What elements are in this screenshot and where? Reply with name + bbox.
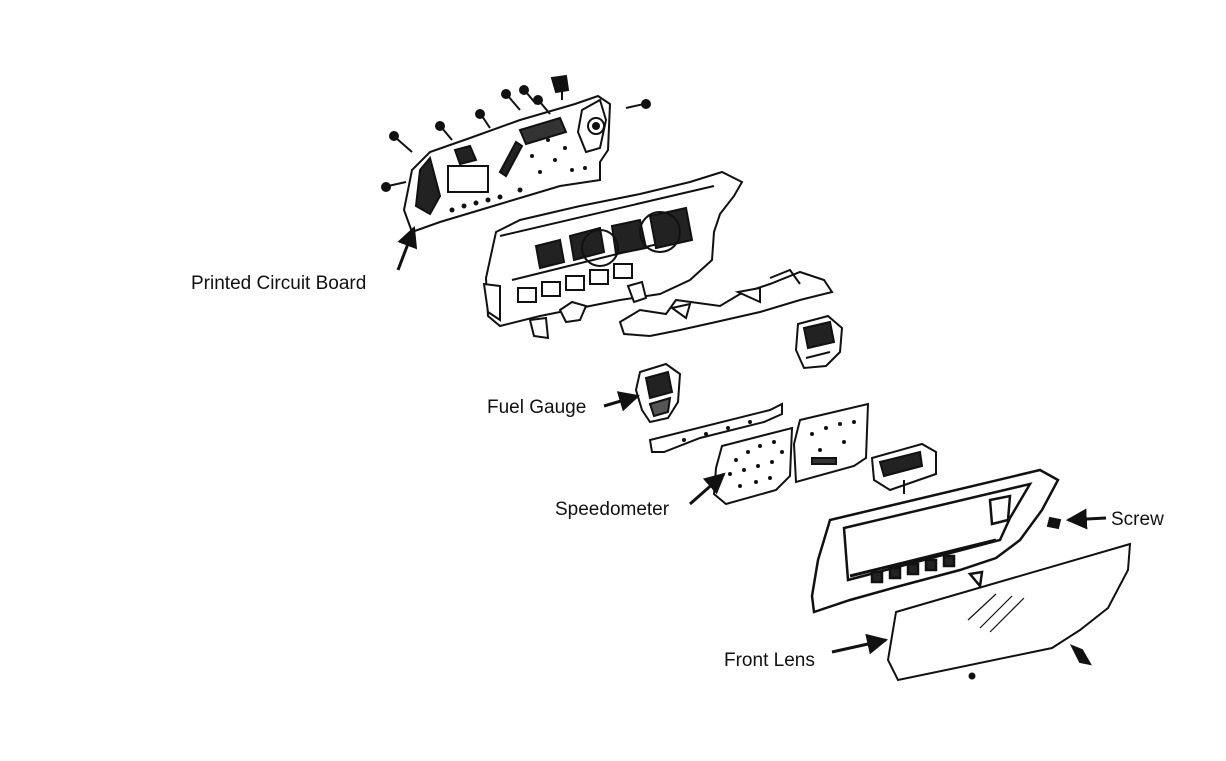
voltage-regulator (794, 314, 844, 370)
printed-circuit-board-label: Printed Circuit Board (191, 273, 367, 294)
tachometer-dial (792, 402, 870, 484)
printed-circuit-board (402, 94, 612, 234)
callout-arrows (396, 226, 1107, 655)
screw-parts (968, 516, 1092, 680)
mounting-bracket (618, 268, 834, 338)
fuel-gauge-label: Fuel Gauge (487, 397, 587, 418)
rear-housing (482, 170, 744, 340)
warning-light-strip (648, 402, 783, 453)
pcb-arrow (396, 226, 418, 271)
front-lens-arrow (831, 633, 889, 655)
fuel-gauge-arrow (603, 391, 641, 412)
board-screws (381, 74, 651, 192)
front-lens-label: Front Lens (724, 650, 815, 671)
speedometer-label: Speedometer (555, 499, 670, 520)
screw-label: Screw (1111, 509, 1164, 530)
front-lens (886, 542, 1132, 682)
front-bezel (810, 468, 1060, 614)
screw-arrow (1065, 508, 1107, 530)
speedometer-arrow (689, 472, 726, 506)
speedometer-dial (712, 426, 794, 506)
odometer-module (870, 442, 937, 494)
fuel-gauge (634, 362, 682, 424)
